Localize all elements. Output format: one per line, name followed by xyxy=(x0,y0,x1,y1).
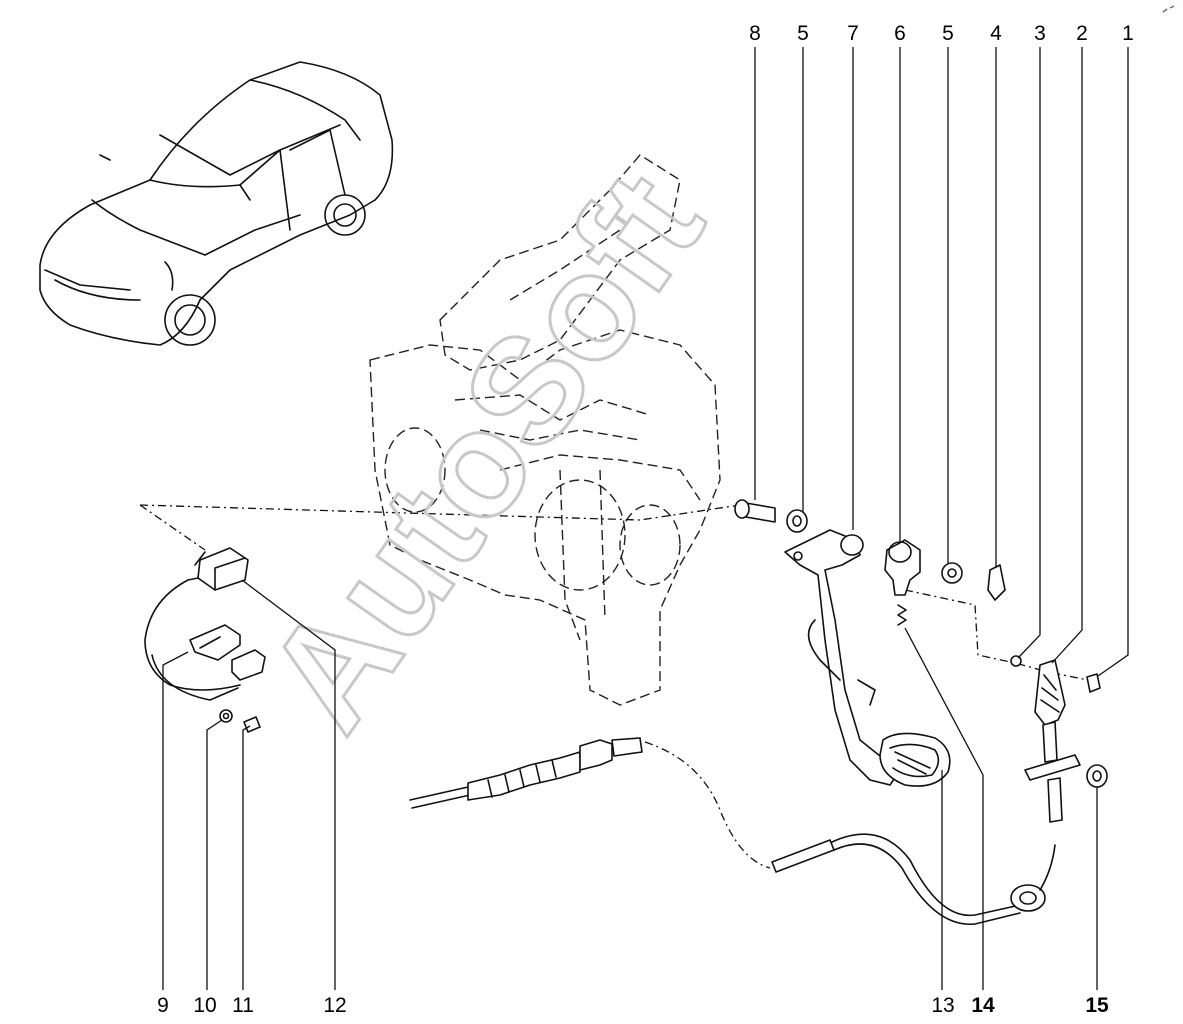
stop-switch-assembly xyxy=(144,547,266,733)
pedal-bracket xyxy=(369,154,721,706)
callout-12: 12 xyxy=(323,994,346,1017)
retaining-clip xyxy=(987,564,1006,601)
clip-1 xyxy=(1086,673,1101,693)
pivot-pin xyxy=(734,499,776,523)
leader-lines xyxy=(162,47,1129,990)
callout-15: 15 xyxy=(1085,994,1109,1017)
callout-9: 9 xyxy=(157,994,169,1017)
callout-14: 14 xyxy=(971,994,995,1017)
small-spring xyxy=(897,604,907,626)
callout-4: 4 xyxy=(990,22,1002,45)
axis-line-upper xyxy=(139,504,741,521)
axis-line-lower xyxy=(139,504,206,551)
clutch-rod xyxy=(1024,659,1081,823)
callout-5-right: 5 xyxy=(942,22,954,45)
spring-bushing xyxy=(884,539,921,596)
callout-1: 1 xyxy=(1122,22,1134,45)
callout-3: 3 xyxy=(1034,22,1046,45)
pedal-arm xyxy=(784,529,951,787)
bushing-right xyxy=(941,562,963,584)
callout-7: 7 xyxy=(847,22,859,45)
watermark-text: AutoSoft xyxy=(234,143,735,758)
clutch-cable xyxy=(409,737,1056,925)
axis-line-pedal xyxy=(904,589,1089,681)
nut-15 xyxy=(1086,764,1108,788)
bushing-left xyxy=(786,509,808,533)
callout-11: 11 xyxy=(232,994,254,1017)
callout-10: 10 xyxy=(193,994,216,1017)
callout-6: 6 xyxy=(894,22,906,45)
callout-8: 8 xyxy=(749,22,761,45)
callout-13: 13 xyxy=(931,994,954,1017)
callout-2: 2 xyxy=(1076,22,1088,45)
washer-3 xyxy=(1010,655,1022,667)
car-illustration xyxy=(39,61,394,346)
callout-labels: 8 5 7 6 5 4 3 2 1 9 10 11 12 13 14 15 xyxy=(157,22,1134,1017)
callout-5-left: 5 xyxy=(797,22,809,45)
corner-mark xyxy=(1162,5,1175,13)
